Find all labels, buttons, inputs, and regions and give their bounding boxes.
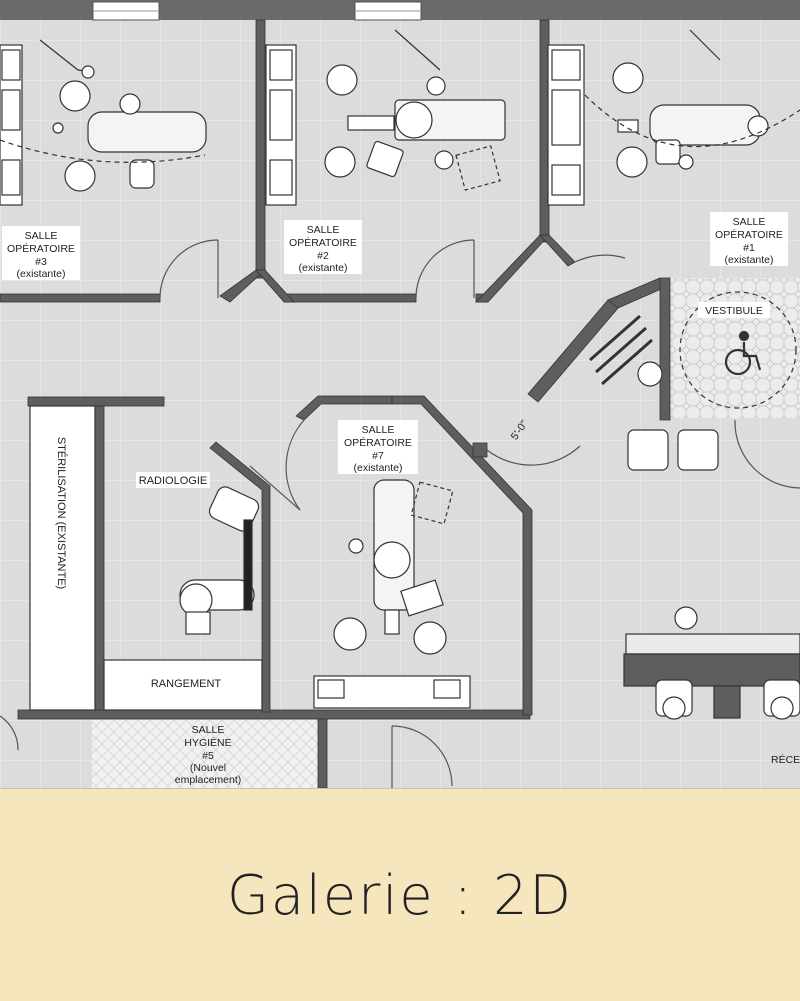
- op7-line-3: #7: [372, 450, 384, 462]
- vestibule-furniture: [589, 291, 797, 471]
- room-label-op7: SALLE OPÉRATOIRE #7 (existante): [338, 420, 418, 474]
- room-label-op1: SALLE OPÉRATOIRE #1 (existante): [710, 212, 788, 266]
- hygiene-line-5: emplacement): [175, 774, 242, 786]
- op1-line-2: OPÉRATOIRE: [715, 228, 783, 241]
- room-label-op3: SALLE OPÉRATOIRE #3 (existante): [2, 226, 80, 280]
- gallery-caption: Galerie : 2D: [226, 863, 574, 927]
- operatory-2-furniture: [265, 29, 506, 206]
- op2-line-1: SALLE: [307, 224, 340, 236]
- op2-line-3: #2: [317, 250, 329, 262]
- operatory-3-furniture: [0, 39, 207, 206]
- op3-line-1: SALLE: [25, 230, 58, 242]
- op3-line-2: OPÉRATOIRE: [7, 242, 75, 255]
- op1-line-4: (existante): [724, 254, 773, 266]
- svg-text:RADIOLOGIE: RADIOLOGIE: [139, 475, 207, 487]
- op3-line-3: #3: [35, 256, 47, 268]
- op2-line-2: OPÉRATOIRE: [289, 236, 357, 249]
- svg-text:VESTIBULE: VESTIBULE: [705, 305, 763, 317]
- hygiene-line-4: (Nouvel: [190, 762, 226, 774]
- op7-line-1: SALLE: [362, 424, 395, 436]
- rangement-shelf: [103, 659, 263, 711]
- hygiene-line-1: SALLE: [192, 724, 225, 736]
- op7-line-4: (existante): [353, 462, 402, 474]
- op7-line-2: OPÉRATOIRE: [344, 436, 412, 449]
- room-label-reception: RÉCE: [771, 753, 800, 766]
- vestibule-floor: [668, 278, 800, 418]
- room-label-rangement: RANGEMENT: [151, 678, 222, 690]
- operatory-1-furniture: [547, 29, 800, 206]
- operatory-7-furniture: [313, 479, 471, 709]
- op1-line-3: #1: [743, 242, 755, 254]
- reception-furniture: [623, 606, 800, 720]
- room-label-radiologie: RADIOLOGIE: [136, 472, 210, 488]
- room-label-op2: SALLE OPÉRATOIRE #2 (existante): [284, 220, 362, 274]
- op2-line-4: (existante): [298, 262, 347, 274]
- floor-plan: 5'-0" SALLE OPÉRATOIRE #3 (existante) SA…: [0, 0, 800, 788]
- room-label-hygiene: SALLE HYGIÈNE #5 (Nouvel emplacement): [175, 724, 242, 786]
- hygiene-floor: [92, 720, 318, 788]
- op1-line-1: SALLE: [733, 216, 766, 228]
- doors: [0, 239, 800, 788]
- room-label-sterilisation: STÉRILISATION (EXISTANTE): [55, 437, 68, 589]
- wheelchair-icon: [724, 330, 762, 376]
- room-label-vestibule: VESTIBULE: [698, 302, 770, 318]
- hygiene-line-2: HYGIÈNE: [184, 736, 231, 749]
- radiology-equipment: [179, 486, 260, 635]
- gallery-caption-bar: Galerie : 2D: [0, 788, 800, 1001]
- sterilisation-counter: [29, 405, 96, 711]
- walls: [0, 19, 671, 788]
- top-wall: [0, 0, 800, 21]
- hygiene-line-3: #5: [202, 750, 214, 762]
- op3-line-4: (existante): [16, 268, 65, 280]
